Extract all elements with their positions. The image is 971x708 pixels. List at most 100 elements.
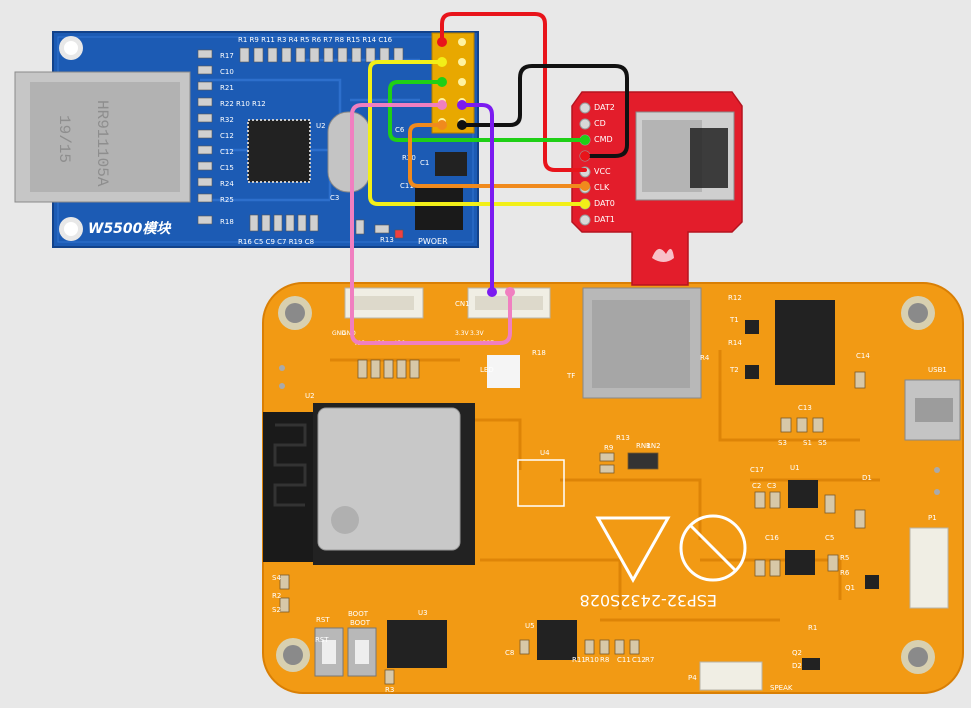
svg-text:S5: S5 (818, 439, 827, 447)
svg-text:T2: T2 (729, 366, 739, 374)
svg-text:P1: P1 (928, 514, 937, 522)
svg-text:R2: R2 (272, 592, 281, 600)
svg-text:R32: R32 (220, 116, 234, 124)
sd-pin-cmd: CMD (594, 135, 613, 144)
pad-dots (279, 365, 940, 495)
esp32-wroom-module (263, 403, 475, 565)
svg-text:R14: R14 (728, 339, 742, 347)
left-component-labels: R17 C10 R21 R22 R10 R12 R32 C12 C12 C15 … (220, 52, 266, 226)
svg-text:C12: C12 (632, 656, 646, 664)
module-label: W5500模块 (88, 220, 172, 237)
boot-label: BOOT (348, 610, 369, 618)
transistor-q (745, 320, 879, 670)
svg-text:D2: D2 (792, 662, 802, 670)
svg-text:RN2: RN2 (646, 442, 661, 450)
svg-text:C8: C8 (505, 649, 514, 657)
chip-u6 (775, 300, 835, 385)
svg-text:SPEAK: SPEAK (770, 684, 793, 692)
svg-text:R22 R10 R12: R22 R10 R12 (220, 100, 266, 108)
component-labels: R18 LED TF U4 U3 U2 U1 U5 Q1 Q2 R9 R13 R… (272, 294, 947, 694)
svg-text:C10: C10 (220, 68, 234, 76)
svg-text:R10: R10 (585, 656, 599, 664)
yellow-wire (368, 60, 587, 206)
svg-text:C12: C12 (220, 148, 234, 156)
usb-connector (904, 379, 961, 441)
svg-text:C3: C3 (767, 482, 776, 490)
svg-text:R9: R9 (604, 444, 613, 452)
resistor-row (239, 47, 404, 63)
svg-text:T1: T1 (729, 316, 739, 324)
svg-text:C17: C17 (750, 466, 764, 474)
sd-pin-clk: CLK (594, 183, 610, 192)
connector-p1 (909, 527, 949, 609)
sd-pin-cd: CD (594, 119, 606, 128)
mounting-hole (59, 217, 83, 241)
svg-text:USB1: USB1 (928, 366, 947, 374)
svg-text:R25: R25 (220, 196, 234, 204)
svg-text:R1: R1 (808, 624, 817, 632)
black-wire (460, 64, 629, 158)
svg-text:TF: TF (566, 372, 575, 380)
svg-text:S2: S2 (272, 606, 281, 614)
svg-text:GND: GND (342, 330, 356, 337)
svg-text:C2: C2 (752, 482, 761, 490)
regulator-u1 (788, 480, 818, 508)
esp32-board: ESP32-2432S028 CN1 RST BOOT GND GND 3.3V… (262, 282, 964, 694)
sd-pin-dat0: DAT0 (594, 199, 615, 208)
chip-u5 (537, 620, 577, 660)
svg-text:C14: C14 (856, 352, 870, 360)
sd-logo (652, 248, 674, 262)
pink-wire (350, 103, 512, 345)
svg-text:Q2: Q2 (792, 649, 802, 657)
cn1-label: CN1 (455, 300, 470, 308)
sd-card-module: DAT2 CD CMD VCC CLK DAT0 DAT1 (571, 91, 743, 286)
green-wire (388, 80, 587, 142)
svg-text:R8: R8 (600, 656, 609, 664)
led (487, 355, 520, 388)
sd-pin-vcc: VCC (594, 167, 611, 176)
svg-text:C3: C3 (330, 194, 339, 202)
svg-text:R5: R5 (840, 554, 849, 562)
svg-text:R7: R7 (645, 656, 654, 664)
svg-text:BOOT: BOOT (350, 619, 371, 627)
pb-free-logo (679, 514, 747, 582)
connector-p4 (699, 661, 763, 691)
bottom-component-labels: R16 C5 C9 C7 R19 C8 (238, 238, 314, 246)
chip-u3 (387, 620, 447, 668)
sd-pin-dat2: DAT2 (594, 103, 615, 112)
power-label: PWOER (418, 237, 448, 246)
svg-text:RST: RST (316, 616, 330, 624)
svg-text:C12: C12 (220, 132, 234, 140)
svg-text:RN1: RN1 (636, 442, 651, 450)
svg-text:U2: U2 (305, 392, 315, 400)
sd-card-slot (582, 287, 702, 399)
svg-text:C15: C15 (220, 164, 234, 172)
svg-text:GND: GND (332, 330, 346, 337)
svg-text:R11: R11 (572, 656, 586, 664)
svg-text:U2: U2 (316, 122, 326, 130)
wire-end-dots (437, 37, 590, 297)
svg-text:R18: R18 (532, 349, 546, 357)
svg-text:C1: C1 (420, 159, 429, 167)
passive-column (197, 49, 404, 239)
svg-text:S1: S1 (803, 439, 812, 447)
mounting-hole (901, 296, 935, 330)
jack-part-number: HR911105A (93, 100, 111, 187)
svg-text:3.3V: 3.3V (470, 330, 485, 337)
svg-text:R17: R17 (220, 52, 234, 60)
connector-left (344, 287, 424, 319)
svg-text:LED: LED (480, 366, 494, 374)
svg-text:C13: C13 (798, 404, 812, 412)
svg-text:C11: C11 (617, 656, 631, 664)
svg-text:U5: U5 (525, 622, 535, 630)
passive-components (279, 359, 866, 685)
orange-wire (408, 123, 587, 188)
svg-text:R13: R13 (616, 434, 630, 442)
red-wire (440, 12, 587, 172)
rst-button (314, 627, 344, 677)
mounting-hole (901, 640, 935, 674)
svg-text:R24: R24 (220, 180, 234, 188)
recycle-logo (595, 516, 671, 584)
svg-text:R12: R12 (728, 294, 742, 302)
